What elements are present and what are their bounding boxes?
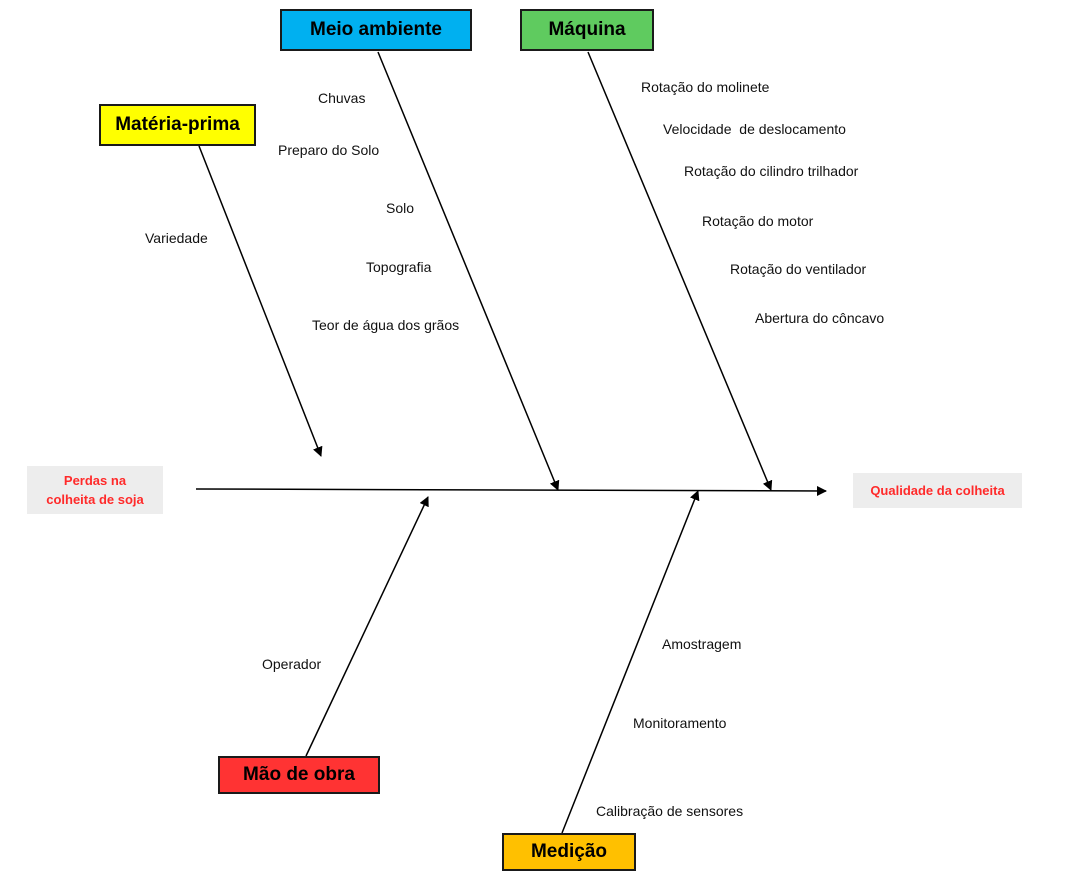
cause-preparo-do-solo: Preparo do Solo [278, 142, 380, 158]
problem-label: Perdas na colheita de soja [46, 473, 144, 507]
cause-variedade: Variedade [145, 230, 208, 246]
cause-rotacao-motor: Rotação do motor [702, 213, 814, 229]
cause-topografia: Topografia [366, 259, 432, 275]
cause-monitoramento: Monitoramento [633, 715, 727, 731]
branch-meio-ambiente [377, 51, 560, 491]
branch-medicao [561, 490, 700, 834]
cause-calibracao-sensores: Calibração de sensores [596, 803, 744, 819]
cause-rotacao-cilindro: Rotação do cilindro trilhador [684, 163, 859, 179]
effect-box: Qualidade da colheita [853, 473, 1022, 508]
cause-amostragem: Amostragem [662, 636, 742, 652]
branch-mao-de-obra [305, 496, 429, 757]
category-medicao: Medição [502, 833, 636, 871]
cause-solo: Solo [386, 200, 415, 216]
cause-velocidade-deslocamento: Velocidade de deslocamento [663, 121, 846, 137]
branch-materia-prima [198, 145, 323, 457]
category-mao-de-obra: Mão de obra [218, 756, 380, 794]
category-meio-ambiente: Meio ambiente [280, 9, 472, 51]
category-medicao-label: Medição [530, 841, 608, 862]
category-materia-prima-label: Matéria-prima [115, 114, 240, 135]
cause-rotacao-ventilador: Rotação do ventilador [730, 261, 867, 277]
spine-arrow [195, 485, 827, 496]
branch-maquina [587, 51, 773, 491]
category-materia-prima: Matéria-prima [99, 104, 256, 146]
problem-box: Perdas na colheita de soja [27, 466, 163, 514]
category-mao-de-obra-label: Mão de obra [243, 764, 355, 785]
category-maquina-label: Máquina [548, 19, 626, 40]
cause-teor-de-agua: Teor de água dos grãos [312, 317, 460, 333]
cause-operador: Operador [262, 656, 322, 672]
cause-chuvas: Chuvas [318, 90, 366, 106]
category-meio-ambiente-label: Meio ambiente [310, 19, 442, 40]
cause-abertura-concavo: Abertura do côncavo [755, 310, 885, 326]
effect-label: Qualidade da colheita [870, 483, 1005, 498]
category-maquina: Máquina [520, 9, 654, 51]
cause-rotacao-molinete: Rotação do molinete [641, 79, 770, 95]
